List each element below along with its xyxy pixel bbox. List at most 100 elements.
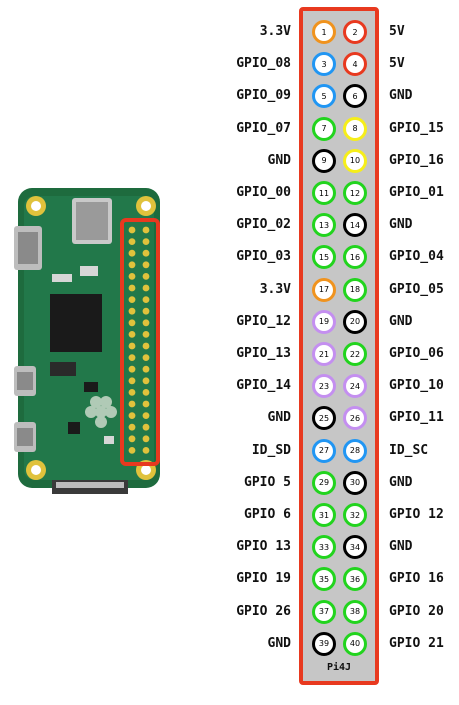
pin-label-right: GND xyxy=(389,313,413,329)
gpio-pad xyxy=(128,238,136,245)
gpio-pad xyxy=(142,226,150,234)
gpio-pad xyxy=(128,331,136,338)
pin-circle: 40 xyxy=(343,631,367,656)
pin-circle: 18 xyxy=(343,277,367,302)
gpio-pad xyxy=(142,284,150,292)
pin-label-left: ID_SD xyxy=(251,442,291,458)
pin-label-right: 5V xyxy=(389,56,405,72)
pin-circle: 11 xyxy=(312,181,336,205)
gpio-pad xyxy=(142,389,150,396)
gpio-pad xyxy=(128,273,136,280)
gpio-pad xyxy=(142,273,150,280)
gpio-pad xyxy=(128,400,136,408)
pin-label-left: GPIO 26 xyxy=(236,603,291,619)
gpio-pad xyxy=(142,261,150,269)
pin-label-left: GPIO_00 xyxy=(236,185,291,200)
pin-circle: 21 xyxy=(312,342,336,366)
pin-label-left: GPIO_08 xyxy=(236,56,291,72)
gpio-pad xyxy=(128,435,136,443)
pin-circle: 17 xyxy=(312,277,336,302)
pin-circle: 26 xyxy=(343,406,367,431)
pin-circle: 9 xyxy=(312,148,336,173)
pin-circle: 20 xyxy=(343,309,367,334)
gpio-pad xyxy=(142,412,150,419)
pin-label-right: GND xyxy=(389,474,413,490)
gpio-pad xyxy=(128,342,136,350)
pin-circle: 12 xyxy=(343,181,367,205)
pin-label-left: GND xyxy=(267,635,291,651)
pin-circle: 32 xyxy=(343,503,367,527)
soc-chip xyxy=(50,294,102,352)
pin-label-left: GPIO_13 xyxy=(236,346,291,361)
pin-label-left: GPIO_14 xyxy=(236,378,291,394)
pin-label-right: GPIO 20 xyxy=(389,603,444,619)
pin-label-left: GPIO_03 xyxy=(236,249,291,265)
pin-circle: 15 xyxy=(312,245,336,270)
pin-circle: 7 xyxy=(312,116,336,141)
pin-circle: 2 xyxy=(343,20,367,44)
gpio-pad xyxy=(128,377,136,385)
pin-circle: 10 xyxy=(343,148,367,173)
pin-circle: 33 xyxy=(312,535,336,560)
pin-label-right: GPIO_16 xyxy=(389,152,444,168)
pin-label-right: GPIO_10 xyxy=(389,378,444,394)
gpio-pads xyxy=(128,226,150,454)
gpio-pad xyxy=(128,389,136,396)
gpio-pad xyxy=(128,249,136,257)
pin-circle: 28 xyxy=(343,438,367,463)
pin-circle: 22 xyxy=(343,342,367,366)
pin-label-left: GPIO_09 xyxy=(236,88,291,104)
pin-label-left: 3.3V xyxy=(259,281,291,297)
pin-circle: 8 xyxy=(343,116,367,141)
gpio-pad xyxy=(128,319,136,327)
gpio-pad xyxy=(128,307,136,315)
pin-circle: 27 xyxy=(312,438,336,463)
pin-label-left: 3.3V xyxy=(259,24,291,39)
gpio-pad xyxy=(128,284,136,292)
pin-circle: 16 xyxy=(343,245,367,270)
pin-circle: 34 xyxy=(343,535,367,560)
pin-circle: 19 xyxy=(312,309,336,334)
gpio-pad xyxy=(142,447,150,454)
pin-circle: 39 xyxy=(312,631,336,656)
pin-label-left: GPIO 13 xyxy=(236,539,291,555)
gpio-pad xyxy=(142,249,150,257)
pin-label-left: GND xyxy=(267,152,291,168)
pin-label-right: ID_SC xyxy=(389,442,429,458)
pin-label-left: GPIO 5 xyxy=(244,474,291,490)
gpio-header-highlight xyxy=(120,218,160,466)
gpio-pad xyxy=(128,447,136,454)
gpio-pad xyxy=(128,354,136,361)
gpio-pad xyxy=(128,365,136,373)
pin-label-left: GND xyxy=(267,410,291,426)
pin-label-right: GND xyxy=(389,539,413,555)
pin-circle: 29 xyxy=(312,470,336,495)
gpio-pad xyxy=(142,238,150,245)
pin-label-right: 5V xyxy=(389,24,405,39)
pin-circle: 13 xyxy=(312,213,336,238)
pin-circle: 1 xyxy=(312,20,336,44)
gpio-pad xyxy=(142,377,150,385)
pin-label-left: GPIO_02 xyxy=(236,217,291,233)
gpio-pad xyxy=(128,412,136,419)
pin-label-right: GPIO_15 xyxy=(389,120,444,136)
gpio-pad xyxy=(142,435,150,443)
pin-label-left: GPIO 6 xyxy=(244,507,291,522)
pin-circle: 5 xyxy=(312,84,336,109)
gpio-pad xyxy=(142,331,150,338)
pin-circle: 24 xyxy=(343,374,367,399)
pin-label-right: GPIO 16 xyxy=(389,571,444,587)
gpio-pad xyxy=(142,400,150,408)
gpio-pad xyxy=(142,354,150,361)
gpio-pad xyxy=(142,342,150,350)
pin-label-left: GPIO 19 xyxy=(236,571,291,587)
pin-label-right: GPIO_01 xyxy=(389,185,444,200)
pin-label-right: GPIO_11 xyxy=(389,410,444,426)
pin-circle: 14 xyxy=(343,213,367,238)
gpio-pad xyxy=(128,296,136,303)
gpio-pad xyxy=(142,296,150,303)
pin-circle: 31 xyxy=(312,503,336,527)
pin-circle: 36 xyxy=(343,567,367,592)
pin-circle: 4 xyxy=(343,52,367,77)
raspberry-pi-zero-board xyxy=(14,188,160,494)
